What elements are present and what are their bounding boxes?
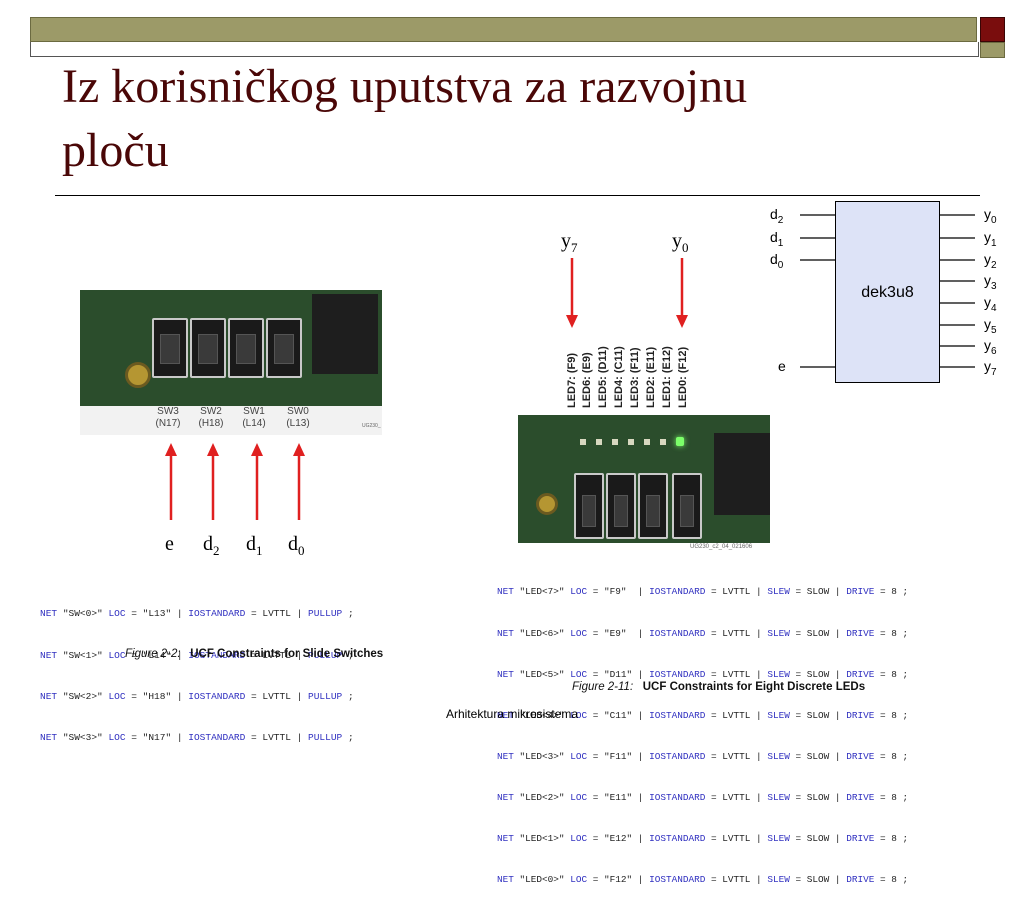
signal-label-d1: d1 [246,533,263,558]
switch-photo-id: UG230_ [362,423,381,429]
signal-label-y7: y7 [561,230,578,255]
decoder-wires [800,214,975,368]
decoder-input-d2: d2 [770,206,784,226]
ucf-led-line-5: NET "LED<5>" LOC = "D11" | IOSTANDARD = … [497,668,909,680]
led-label-0: LED0: (F12) [677,346,689,408]
board-connector [714,433,770,515]
decoder-name: dek3u8 [861,284,914,301]
board-mount-hole [536,493,558,515]
slide-title-line-1: Iz korisničkog uputstva za razvojnu [62,60,748,113]
switch-label-sw3: SW3(N17) [155,406,181,429]
ucf-switch-line-0: NET "SW<0>" LOC = "L13" | IOSTANDARD = L… [40,608,354,620]
board-connector [312,294,378,374]
ucf-led-line-4: NET "LED<4>" LOC = "C11" | IOSTANDARD = … [497,709,909,721]
header-bar [30,17,977,42]
arrow-y7 [566,258,578,328]
signal-label-d2: d2 [203,533,220,558]
board-mount-hole [125,362,151,388]
slide-footer: Arhitektura mikrosistema [445,707,579,721]
switch-board-photo [80,290,382,406]
ucf-led-line-0: NET "LED<0>" LOC = "F12" | IOSTANDARD = … [497,874,909,886]
arrow-e [165,443,177,520]
figure-2-11-caption: Figure 2-11: UCF Constraints for Eight D… [572,681,866,693]
ucf-switch-line-1: NET "SW<1>" LOC = "L14" | IOSTANDARD = L… [40,649,354,661]
led-board-switch-3 [638,473,668,539]
decoder-block: dek3u8 [835,201,940,383]
signal-label-e: e [165,533,174,555]
ucf-switch-line-3: NET "SW<3>" LOC = "N17" | IOSTANDARD = L… [40,731,354,743]
ucf-switch-listing: NET "SW<0>" LOC = "L13" | IOSTANDARD = L… [40,580,354,758]
led-board-switch-1 [574,473,604,539]
ucf-led-line-1: NET "LED<1>" LOC = "E12" | IOSTANDARD = … [497,833,909,845]
decoder-input-d1: d1 [770,229,784,249]
decoder-input-e: e [778,358,786,374]
decoder-output-y3: y3 [984,272,997,292]
ucf-switch-line-2: NET "SW<2>" LOC = "H18" | IOSTANDARD = L… [40,690,354,702]
led-label-2: LED2: (E11) [645,346,657,408]
ucf-led-line-3: NET "LED<3>" LOC = "F11" | IOSTANDARD = … [497,750,909,762]
led-row [580,439,692,445]
led-board-switch-4 [672,473,702,539]
ucf-led-line-2: NET "LED<2>" LOC = "E11" | IOSTANDARD = … [497,791,909,803]
led-arrows [566,258,688,328]
switch-label-sw2: SW2(H18) [198,406,224,429]
slide-switch-sw2 [190,318,226,378]
decoder-output-y6: y6 [984,337,997,357]
arrow-d0 [293,443,305,520]
arrow-d2 [207,443,219,520]
decoder-output-y2: y2 [984,251,997,271]
led-label-6: LED6: (E9) [581,352,593,408]
led-label-3: LED3: (F11) [629,347,641,408]
switch-arrows [165,443,305,520]
signal-label-y0: y0 [672,230,689,255]
ucf-led-line-6: NET "LED<6>" LOC = "E9" | IOSTANDARD = L… [497,627,909,639]
signal-label-d0: d0 [288,533,305,558]
slide-switch-sw3 [152,318,188,378]
header-accent-square [980,17,1005,42]
decoder-output-y7: y7 [984,358,997,378]
arrow-d1 [251,443,263,520]
led-label-4: LED4: (C11) [613,346,625,408]
figure-2-2-caption: Figure 2-2: UCF Constraints for Slide Sw… [125,648,384,660]
decoder-output-y4: y4 [984,294,997,314]
header-strip [30,42,979,57]
led-label-1: LED1: (E12) [661,346,673,408]
decoder-output-y5: y5 [984,316,997,336]
led-board-switch-2 [606,473,636,539]
led-lit [676,437,684,446]
led-board-photo [518,415,770,543]
led-photo-id: UG230_c2_04_021606 [690,544,753,550]
switch-figure: SW3(N17) SW2(H18) SW1(L14) SW0(L13) UG23… [80,290,382,435]
title-divider [55,195,980,196]
led-label-7: LED7: (F9) [566,353,578,408]
ucf-led-listing: NET "LED<7>" LOC = "F9" | IOSTANDARD = L… [497,558,908,901]
decoder-output-y1: y1 [984,229,997,249]
header-accent-square-lower [980,42,1005,58]
slide-switch-sw1 [228,318,264,378]
led-label-5: LED5: (D11) [597,346,609,408]
arrow-y0 [676,258,688,328]
switch-label-sw0: SW0(L13) [286,406,310,429]
ucf-led-line-7: NET "LED<7>" LOC = "F9" | IOSTANDARD = L… [497,586,909,598]
decoder-input-d0: d0 [770,251,784,271]
decoder-output-y0: y0 [984,206,997,226]
slide-switch-sw0 [266,318,302,378]
switch-label-sw1: SW1(L14) [242,406,266,429]
slide-title: Iz korisničkog uputstva za razvojnu ploč… [62,55,962,183]
slide-title-line-2: ploču [62,124,169,177]
